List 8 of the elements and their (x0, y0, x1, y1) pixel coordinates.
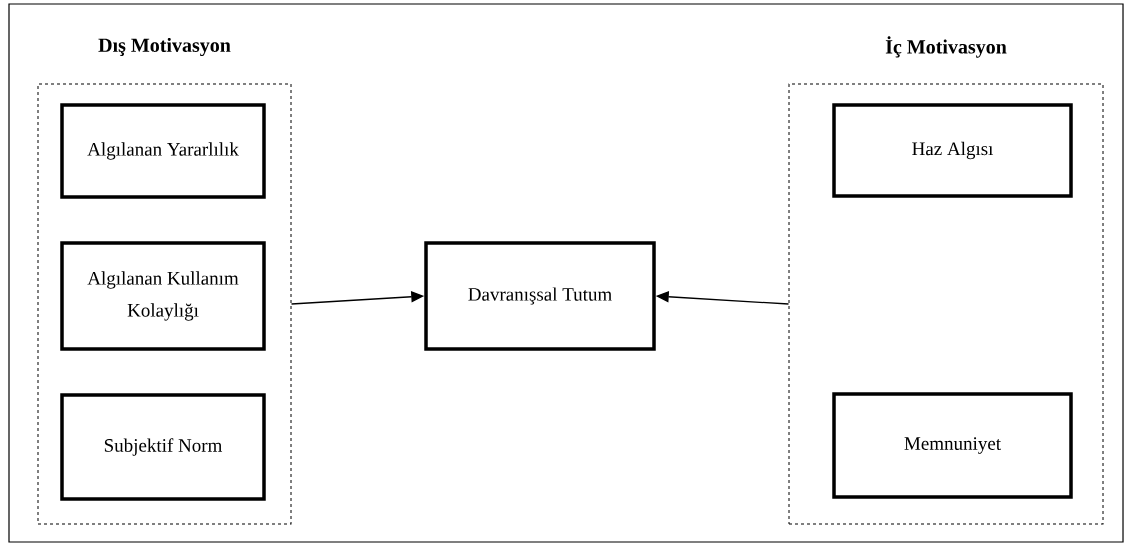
process-box: Haz Algısı (832, 103, 1073, 198)
process-box: Algılanan Kullanım Kolaylığı (60, 241, 266, 351)
process-box: Davranışsal Tutum (424, 241, 656, 351)
process-box: Algılanan Yararlılık (60, 103, 266, 199)
process-box: Subjektif Norm (60, 393, 266, 501)
group-heading: Dış Motivasyon (98, 37, 231, 57)
process-box: Memnuniyet (832, 392, 1073, 499)
group-heading: İç Motivasyon (885, 36, 1007, 58)
